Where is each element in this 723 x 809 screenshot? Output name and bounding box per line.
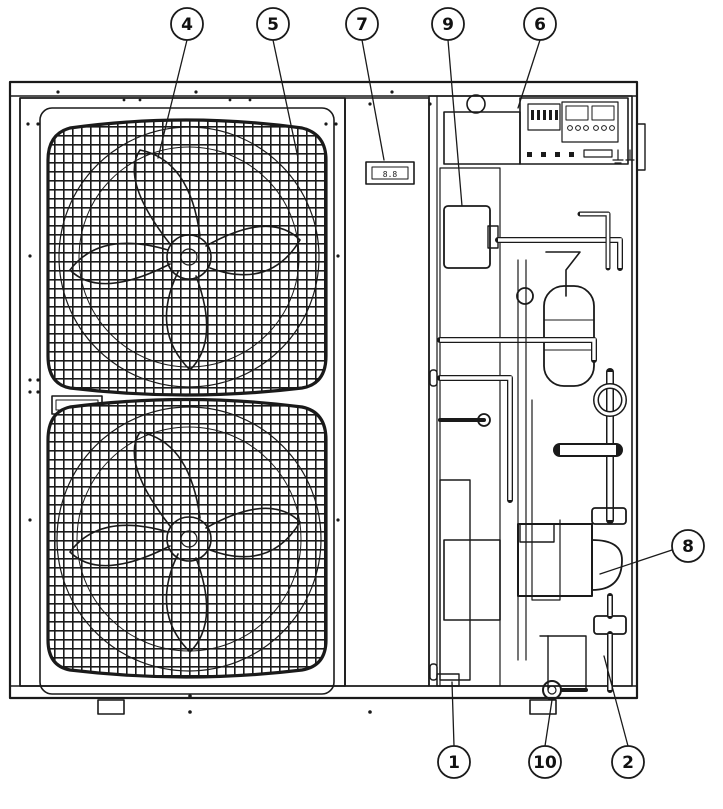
electrical-box (519, 97, 629, 165)
electrical-box-cover (443, 111, 521, 165)
internal-components (429, 94, 635, 700)
callout-1: 1 (437, 745, 471, 779)
callout-7-label: 7 (356, 15, 368, 35)
leader-lines (157, 39, 673, 747)
callout-9: 9 (431, 7, 465, 41)
fan-blade (205, 507, 301, 558)
service-compartment (428, 95, 633, 687)
fan-blade (165, 271, 208, 371)
callout-7: 7 (345, 7, 379, 41)
callout-4: 4 (170, 7, 204, 41)
fan-grille-upper (46, 118, 328, 397)
svg-text:8.8: 8.8 (383, 170, 398, 179)
circulation-pump (517, 523, 593, 597)
controller-display-icon (371, 166, 409, 180)
drain-valve (542, 680, 562, 700)
callout-4-label: 4 (181, 15, 193, 35)
panel-screws (26, 90, 432, 714)
callout-6: 6 (523, 7, 557, 41)
fan-blade (69, 524, 171, 567)
fan-blade (165, 553, 208, 653)
foot-left (97, 699, 125, 715)
expansion-tank (443, 205, 491, 269)
callout-5-label: 5 (267, 15, 279, 35)
heat-exchanger-fins (439, 167, 501, 687)
callout-1-label: 1 (448, 753, 460, 773)
valve (516, 287, 534, 305)
fan-blade (205, 225, 301, 276)
middle-panel (344, 97, 430, 687)
callout-5: 5 (256, 7, 290, 41)
side-handle (636, 123, 646, 171)
pump-union-top (591, 507, 627, 525)
fan-blade (133, 149, 201, 245)
unit-cabinet: 8.8 (8, 80, 646, 715)
callout-10-label: 10 (533, 753, 557, 773)
callout-8-label: 8 (682, 537, 694, 557)
terminal-block (583, 149, 613, 158)
callout-10: 10 (528, 745, 562, 779)
callout-2-label: 2 (622, 753, 634, 773)
callout-8: 8 (671, 529, 705, 563)
fan-blade (133, 431, 201, 527)
foot-right (529, 699, 557, 715)
ground-icon (612, 149, 624, 164)
fan-grille-lower (46, 397, 328, 679)
controller-display-frame (365, 161, 415, 185)
callout-6-label: 6 (534, 15, 546, 35)
compressor-shell (439, 479, 471, 681)
liquid-receiver (543, 285, 595, 387)
callout-2: 2 (611, 745, 645, 779)
valve (477, 413, 491, 427)
callout-9-label: 9 (442, 15, 454, 35)
fan-blade (69, 242, 171, 285)
